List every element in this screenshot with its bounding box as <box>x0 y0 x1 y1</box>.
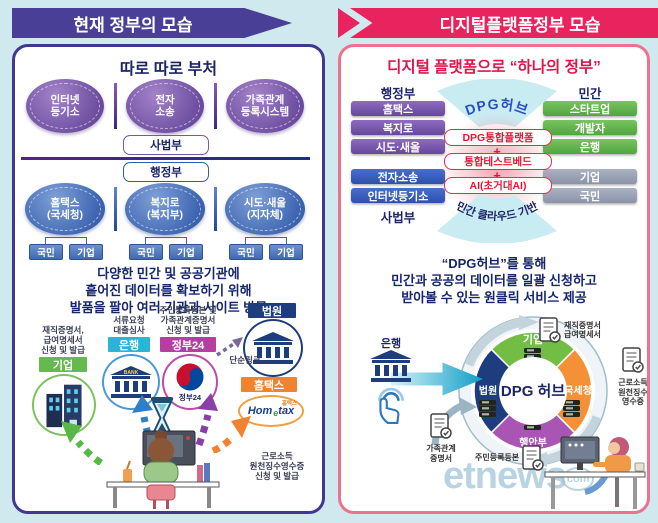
left-banner-title: 현재 정부의 모습 <box>73 15 193 35</box>
woman-at-desk-illustration <box>544 436 646 509</box>
connector <box>245 237 287 245</box>
citizen-tag: 국민 <box>29 244 63 260</box>
circle-e-litigation: 전자 소송 <box>126 79 204 133</box>
circle-family-register: 가족관계 등록시스템 <box>226 79 304 133</box>
bank-label: 은행 <box>108 337 150 352</box>
doc-right-group: 근로소득 원천징수 영수증 <box>613 347 648 407</box>
wheel-top-label: 기업 <box>523 332 543 346</box>
right-banner: 디지털플랫폼정부 모습 <box>350 8 658 38</box>
person-at-desk-illustration <box>106 430 220 509</box>
hub-fan-bottom: 민간 클라우드 기반 <box>437 195 557 243</box>
right-banner-chevron-icon <box>338 8 360 38</box>
private-box-developer: 개발자 <box>543 120 637 135</box>
connector <box>145 237 187 245</box>
hub-item-testbed: 통합테스트베드 <box>444 153 552 170</box>
circle-bokjiro: 복지로 (복지부) <box>125 183 205 235</box>
bank-note: 서류요청 대출심사 <box>113 315 145 335</box>
public-box-citizen: 국민 <box>543 188 637 203</box>
doc-bottom-group: 주민등록등본 <box>475 445 544 471</box>
link-arrow-icon <box>216 337 243 357</box>
document-icon <box>430 413 452 439</box>
bank-building-icon: BANK <box>102 354 160 410</box>
executive-branch-label: 행정부 <box>123 162 209 182</box>
bank-entry-icon <box>370 350 412 382</box>
court-building-icon <box>243 319 303 377</box>
right-banner-title: 디지털플랫폼정부 모습 <box>439 15 601 35</box>
divider-bar <box>214 187 217 231</box>
left-panel: 따로 따로 부처 인터넷 등기소 전자 소송 가족관계 등록시스템 사법부 행정… <box>12 44 325 514</box>
hometax-logo-text: Hom <box>247 405 273 417</box>
svg-text:BANK: BANK <box>124 370 139 376</box>
hometax-note: 근로소득 원천징수영수증 신청 및 발급 <box>249 451 305 481</box>
plus-sign: + <box>493 168 501 183</box>
gov24-caption: 정부24 <box>178 392 202 402</box>
document-icon <box>539 317 561 343</box>
right-panel-title: 디지털 플랫폼으로 “하나의 정부” <box>387 59 601 76</box>
plus-sign: + <box>493 144 501 159</box>
wheel-left-label: 법원 <box>479 384 497 397</box>
doc-left-label: 가족관계 증명서 <box>426 444 456 463</box>
company-tag: 기업 <box>69 244 103 260</box>
trail-arrow-orange-icon <box>211 416 251 453</box>
circle-internet-registry: 인터넷 등기소 <box>26 79 104 133</box>
dpg-hub-wheel: 기업 국세청 행안부 법원 DPG 허브 <box>458 315 608 467</box>
hub-arc-top-label: DPG허브 <box>463 96 530 118</box>
gov24-note: 주민등록등본 및 가족관계증명서 신청 및 발급 <box>159 305 217 335</box>
wheel-right-label: 국세청 <box>564 384 592 397</box>
exec-group-label: 행정부 <box>380 87 416 101</box>
left-panel-title: 따로 따로 부처 <box>119 61 218 78</box>
company-note: 재직증명서, 급여명세서 신청 및 발급 <box>41 325 85 355</box>
trail-arrow-purple-icon <box>195 393 218 447</box>
branch-divider <box>21 157 310 160</box>
document-icon <box>622 347 644 373</box>
judicial-branch-label: 사법부 <box>123 135 209 155</box>
private-box-startup: 스타트업 <box>543 101 637 116</box>
private-box-bank: 은행 <box>543 139 637 154</box>
doc-left-group: 가족관계 증명서 <box>419 413 463 463</box>
click-hand-icon <box>378 387 404 424</box>
right-panel: 디지털 플랫폼으로 “하나의 정부” 행정부 홈택스 복지로 시도·새올 전자소… <box>338 44 650 514</box>
judicial-box-e-litigation: 전자소송 <box>351 169 445 184</box>
exec-box-hometax: 홈택스 <box>351 101 445 116</box>
svg-text:DPG허브: DPG허브 <box>463 96 531 118</box>
doc-top-label: 재직증명서 급여명세서 <box>564 320 601 340</box>
hub-item-ai: AI(초거대AI) <box>444 177 552 194</box>
private-group-label: 민간 <box>578 87 602 101</box>
left-banner: 현재 정부의 모습 <box>12 8 292 38</box>
gov24-label: 정부24 <box>160 337 216 352</box>
document-icon <box>522 445 544 471</box>
judicial-group-label: 사법부 <box>380 211 416 225</box>
citizen-tag: 국민 <box>129 244 163 260</box>
judicial-box-internet-registry: 인터넷등기소 <box>351 188 445 203</box>
circle-sido-saeol: 시도·새올 (지자체) <box>225 183 305 235</box>
company-label: 기업 <box>39 357 87 372</box>
doc-top-group: 재직증명서 급여명세서 <box>539 317 601 343</box>
exec-box-bokjiro: 복지로 <box>351 120 445 135</box>
circle-hometax: 홈택스 (국세청) <box>25 183 105 235</box>
citizen-tag: 국민 <box>229 244 263 260</box>
hometax-label: 홈택스 <box>241 377 297 392</box>
exec-box-sido-saeol: 시도·새올 <box>351 139 445 154</box>
hometax-mini-label: 홈택스 <box>281 401 297 407</box>
divider-bar <box>114 187 117 231</box>
divider-bar <box>114 83 117 129</box>
public-box-company: 기업 <box>543 169 637 184</box>
right-description: “DPG허브”를 통해 민간과 공공의 데이터를 일괄 신청하고 받아볼 수 있… <box>391 256 597 305</box>
company-tag: 기업 <box>269 244 303 260</box>
court-label: 법원 <box>248 303 296 318</box>
simple-link-label: 단순링크 <box>229 355 261 365</box>
wheel-center-label: DPG 허브 <box>501 383 565 400</box>
doc-bottom-label: 주민등록등본 <box>475 453 520 463</box>
divider-bar <box>214 83 217 129</box>
trail-arrow-green-icon <box>61 421 103 465</box>
doc-right-label: 근로소득 원천징수 영수증 <box>618 378 648 406</box>
bank-entry-label: 은행 <box>380 338 402 350</box>
company-tag: 기업 <box>169 244 203 260</box>
hub-item-platform: DPG통합플랫폼 <box>444 129 552 146</box>
connector <box>45 237 87 245</box>
